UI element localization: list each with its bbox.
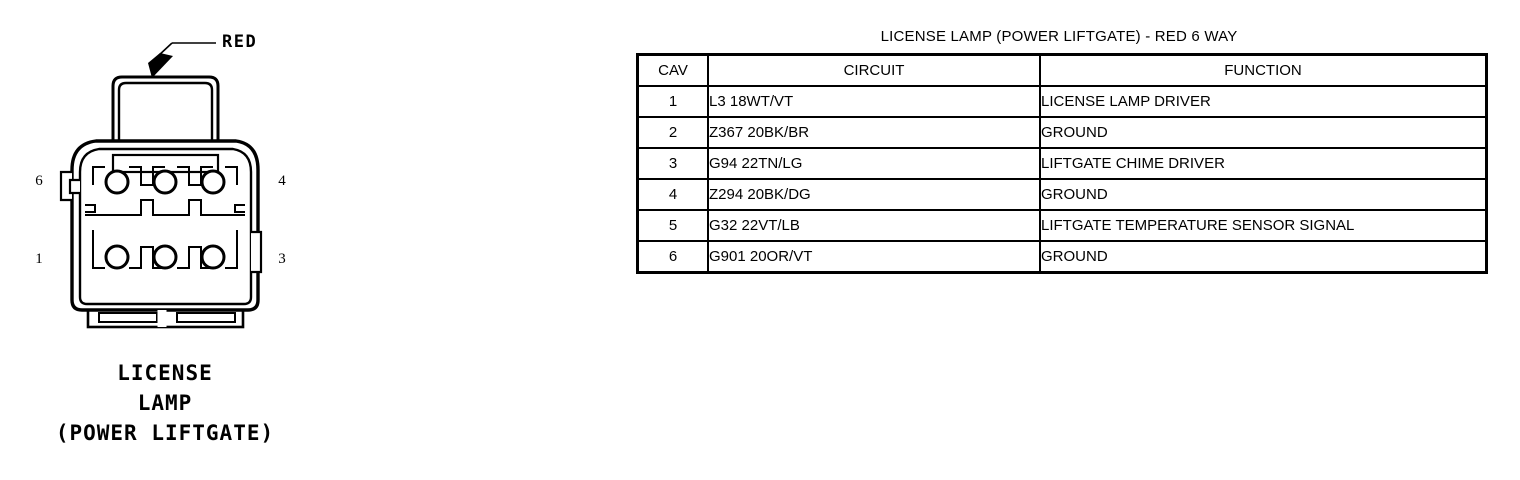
red-callout-arrowhead — [148, 53, 173, 78]
cell-circuit: Z367 20BK/BR — [707, 116, 1041, 149]
cell-circuit: G901 20OR/VT — [707, 240, 1041, 274]
pin-number-label-6: 6 — [35, 173, 43, 189]
pin-number-label-3: 3 — [278, 251, 286, 267]
pin-cavities — [104, 169, 226, 270]
connector-side-tab-right — [251, 230, 263, 274]
pin-cavity-6 — [104, 169, 130, 195]
cell-cav: 1 — [636, 85, 709, 118]
cell-function: GROUND — [1039, 178, 1488, 211]
pinout-table-head: CAV CIRCUIT FUNCTION — [636, 53, 1488, 87]
cell-cav: 3 — [636, 147, 709, 180]
connector-bottom-tabs — [86, 308, 245, 329]
cell-function: GROUND — [1039, 116, 1488, 149]
column-header-cav: CAV — [636, 53, 709, 87]
cell-function: LIFTGATE CHIME DRIVER — [1039, 147, 1488, 180]
cell-circuit: L3 18WT/VT — [707, 85, 1041, 118]
connector-body-outline — [70, 139, 260, 312]
column-header-circuit: CIRCUIT — [707, 53, 1041, 87]
red-callout-leader — [148, 42, 216, 78]
red-callout-label: RED — [222, 32, 258, 52]
cell-circuit: Z294 20BK/DG — [707, 178, 1041, 211]
column-header-function: FUNCTION — [1039, 53, 1488, 87]
cavity-separator-walls — [85, 166, 245, 269]
connector-top-slot — [111, 153, 220, 174]
pin-cavity-3 — [200, 244, 226, 270]
connector-latch — [111, 75, 220, 142]
connector-diagram-panel: RED 6 1 4 3 LICENSE LAMP (POWER LIFTGATE… — [0, 0, 330, 480]
connector-caption-line-1: LICENSE — [117, 361, 213, 385]
table-header-row: CAV CIRCUIT FUNCTION — [636, 53, 1488, 87]
pin-cavity-2 — [152, 244, 178, 270]
cell-function: LICENSE LAMP DRIVER — [1039, 85, 1488, 118]
pinout-table-title: LICENSE LAMP (POWER LIFTGATE) - RED 6 WA… — [880, 28, 1238, 45]
connector-caption-line-3: (POWER LIFTGATE) — [55, 421, 275, 445]
cell-cav: 4 — [636, 178, 709, 211]
cell-cav: 5 — [636, 209, 709, 242]
pin-cavity-4 — [200, 169, 226, 195]
pin-number-label-1: 1 — [35, 251, 43, 267]
connector-caption: LICENSE LAMP (POWER LIFTGATE) — [0, 358, 330, 448]
cell-circuit: G94 22TN/LG — [707, 147, 1041, 180]
pin-cavity-5 — [152, 169, 178, 195]
connector-drawing — [59, 42, 263, 329]
connector-side-tab-left — [59, 170, 80, 202]
cell-circuit: G32 22VT/LB — [707, 209, 1041, 242]
cell-function: GROUND — [1039, 240, 1488, 274]
cell-cav: 6 — [636, 240, 709, 274]
cell-cav: 2 — [636, 116, 709, 149]
pin-number-label-4: 4 — [278, 173, 286, 189]
cell-function: LIFTGATE TEMPERATURE SENSOR SIGNAL — [1039, 209, 1488, 242]
pinout-table-panel: LICENSE LAMP (POWER LIFTGATE) - RED 6 WA… — [636, 28, 1488, 274]
pin-cavity-1 — [104, 244, 130, 270]
connector-caption-line-2: LAMP — [137, 391, 193, 415]
